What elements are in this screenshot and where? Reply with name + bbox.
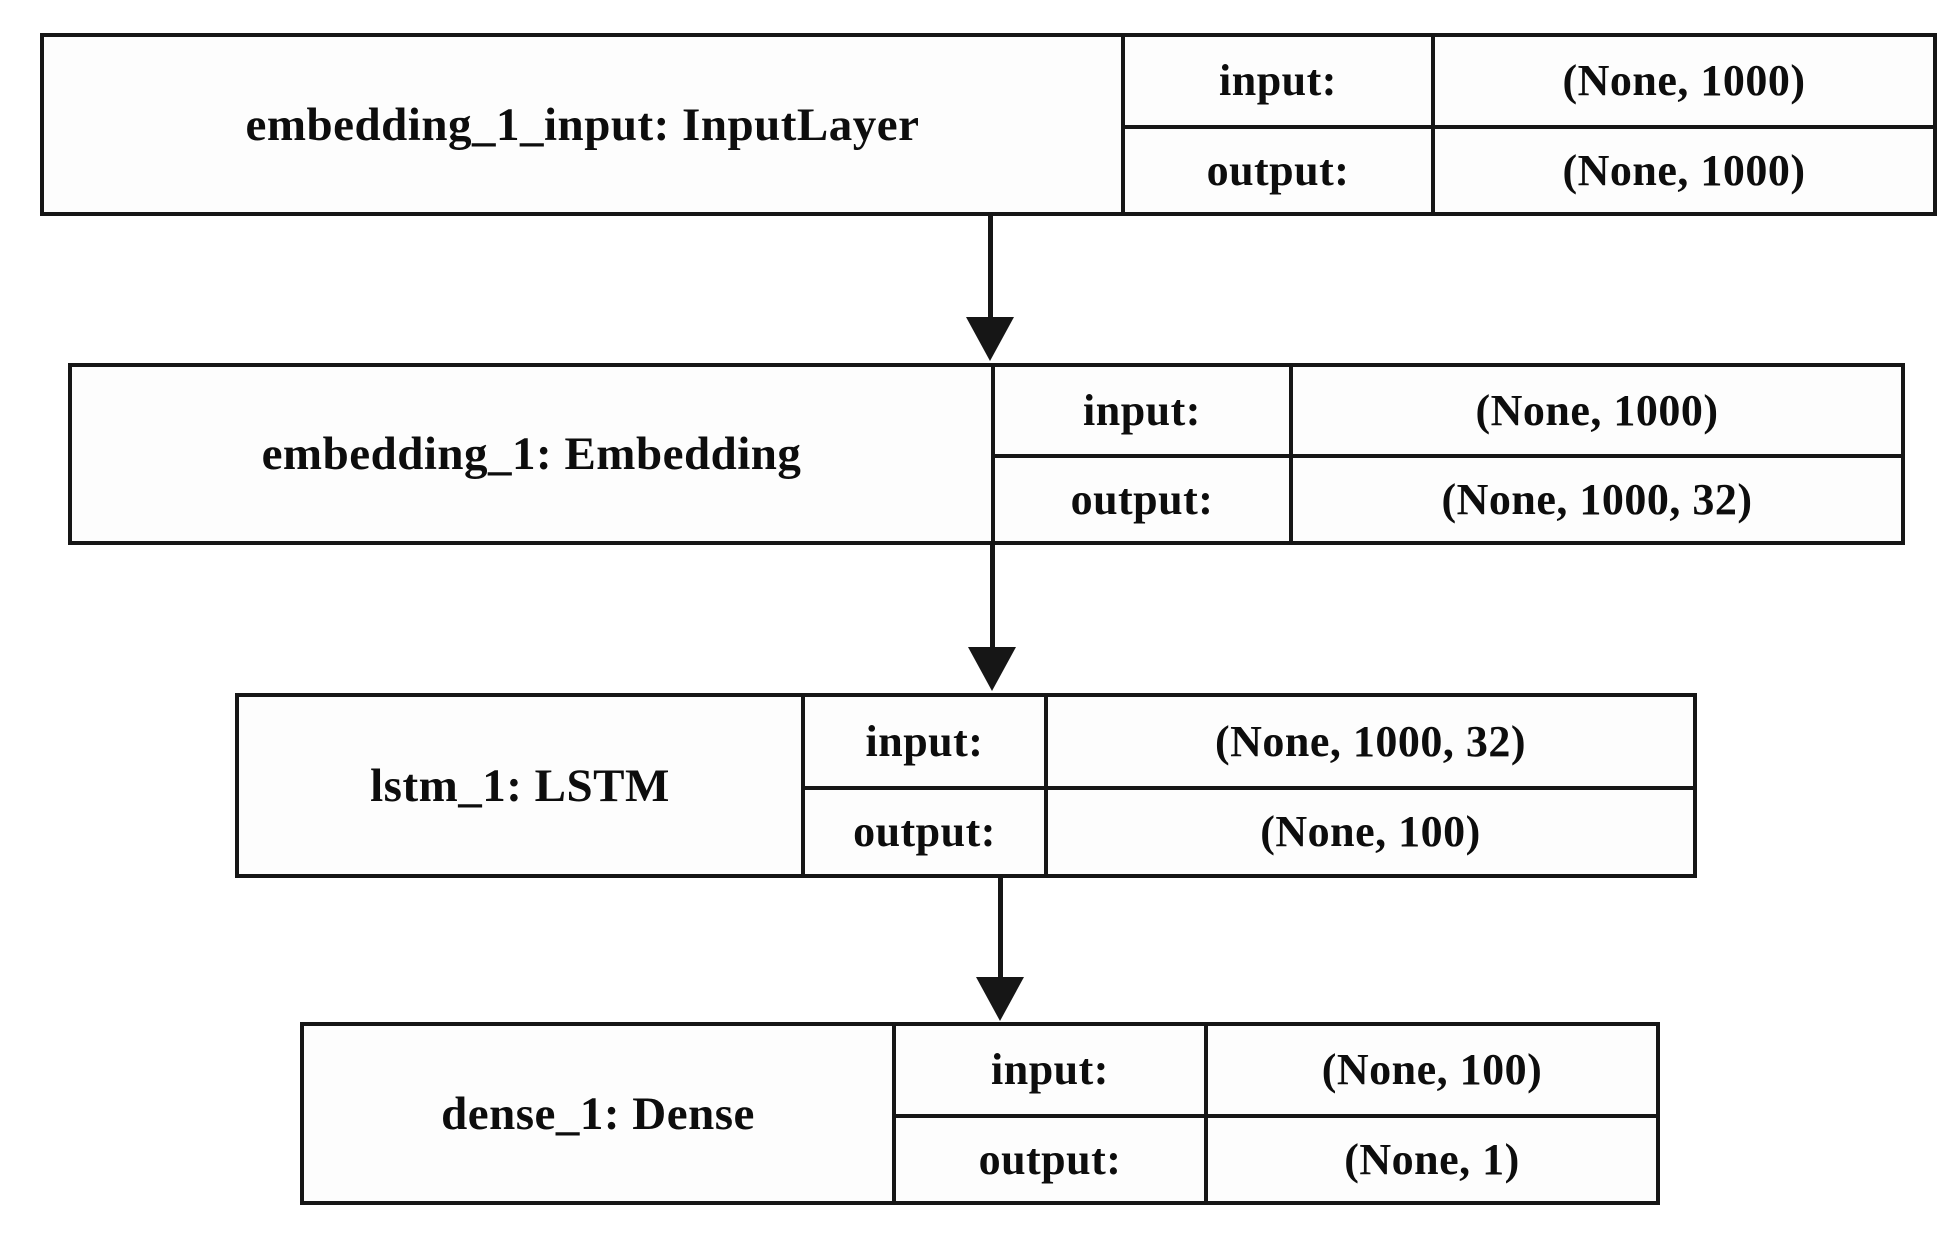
arrowhead-icon: [966, 317, 1014, 361]
input-shape-value: (None, 1000): [1562, 56, 1806, 106]
input-shape-value: (None, 1000, 32): [1214, 716, 1527, 766]
layer-node-dense: dense_1: Dense input: (None, 100) output…: [300, 1022, 1660, 1205]
output-shape-value: (None, 1000, 32): [1293, 454, 1901, 541]
layer-name: lstm_1: LSTM: [239, 697, 805, 874]
edge-line: [987, 216, 993, 317]
input-row-label: input:: [1125, 37, 1435, 125]
input-row-label: input:: [896, 1026, 1208, 1114]
layer-name: embedding_1_input: InputLayer: [44, 37, 1125, 212]
output-shape-value: (None, 100): [1048, 785, 1693, 875]
output-row-label: output:: [1125, 124, 1435, 212]
edge-arrow-embedding-to-lstm: [968, 545, 1016, 691]
arrowhead-icon: [976, 977, 1024, 1021]
output-row-label: output:: [995, 454, 1293, 541]
layer-node-lstm: lstm_1: LSTM input: (None, 1000, 32) out…: [235, 693, 1697, 878]
edge-arrow-lstm-to-dense: [976, 878, 1024, 1021]
edge-line: [997, 878, 1003, 977]
layer-node-input-layer: embedding_1_input: InputLayer input: (No…: [40, 33, 1937, 216]
input-row-label: input:: [995, 367, 1293, 454]
edge-arrow-input-to-embedding: [966, 216, 1014, 361]
input-row-label: input:: [805, 697, 1048, 786]
input-shape-value: (None, 1000): [1475, 386, 1719, 435]
layer-name: embedding_1: Embedding: [72, 367, 995, 541]
arrowhead-icon: [968, 647, 1016, 691]
output-shape-value: (None, 1000): [1435, 124, 1933, 213]
edge-line: [989, 545, 995, 647]
output-row-label: output:: [896, 1113, 1208, 1201]
input-shape-value: (None, 100): [1321, 1045, 1543, 1095]
output-shape-value: (None, 1): [1208, 1113, 1656, 1202]
layer-name: dense_1: Dense: [304, 1026, 896, 1201]
layer-node-embedding: embedding_1: Embedding input: (None, 100…: [68, 363, 1905, 545]
output-row-label: output:: [805, 785, 1048, 874]
